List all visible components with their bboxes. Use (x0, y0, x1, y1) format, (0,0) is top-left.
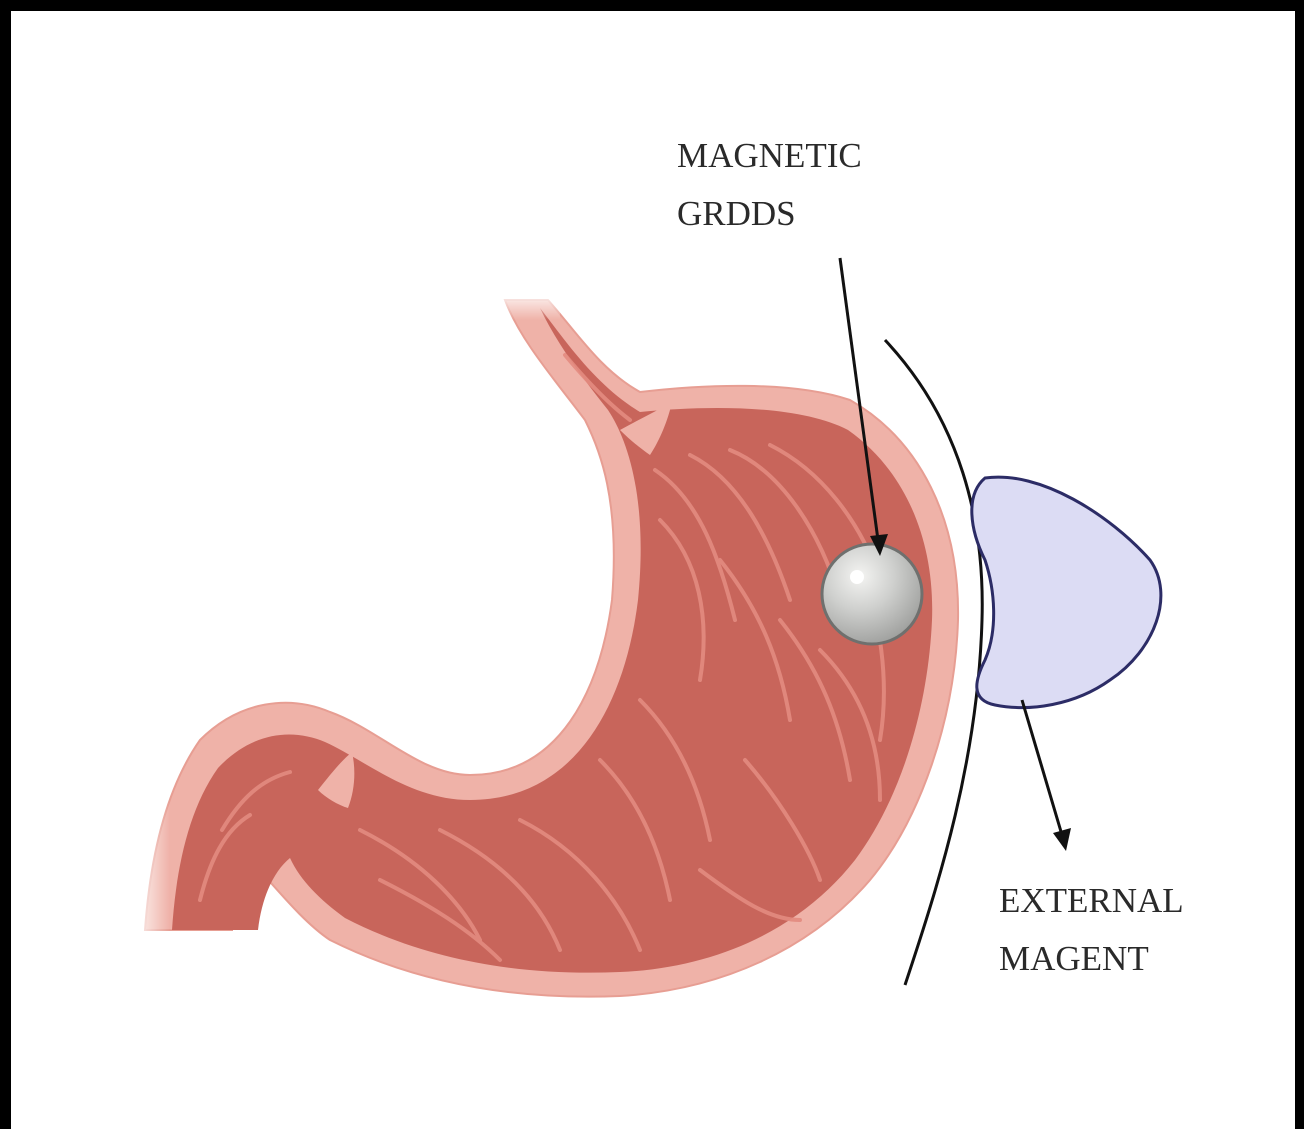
magnet-pointer-arrow (1022, 700, 1071, 851)
magnetic-grdds-label-line2: GRDDS (677, 185, 862, 243)
stomach-icon (130, 290, 958, 997)
magnetic-grdds-label: MAGNETIC GRDDS (677, 127, 862, 243)
external-magent-label-line2: MAGENT (999, 930, 1184, 988)
external-magent-label-line1: EXTERNAL (999, 872, 1184, 930)
magnetic-grdds-label-line1: MAGNETIC (677, 127, 862, 185)
magnetic-sphere-icon (822, 544, 922, 644)
external-magent-label: EXTERNAL MAGENT (999, 872, 1184, 988)
external-magnet-icon (972, 477, 1161, 707)
